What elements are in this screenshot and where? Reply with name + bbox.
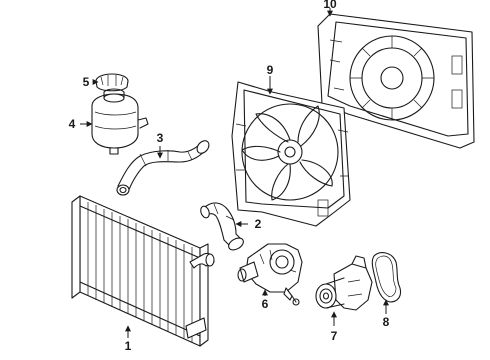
expansion-tank-cap (95, 73, 129, 92)
callout-1: 1 (125, 339, 132, 353)
callout-5: 5 (83, 75, 90, 89)
water-pump-gasket (371, 252, 402, 303)
fan-shroud-with-fan (231, 81, 351, 227)
callout-9: 9 (267, 63, 274, 77)
callout-4: 4 (69, 117, 76, 131)
callout-3: 3 (157, 131, 164, 145)
callout-2: 2 (255, 217, 262, 231)
callout-7: 7 (331, 329, 338, 343)
lower-radiator-hose (200, 202, 244, 251)
callout-6: 6 (262, 297, 269, 311)
callout-8: 8 (383, 315, 390, 329)
water-pump (315, 255, 373, 311)
expansion-tank (91, 88, 149, 155)
upper-radiator-hose (116, 140, 210, 196)
thermostat-housing (237, 243, 303, 306)
fan-shroud-rear (317, 13, 475, 149)
radiator (71, 195, 215, 347)
callout-10: 10 (323, 0, 337, 11)
